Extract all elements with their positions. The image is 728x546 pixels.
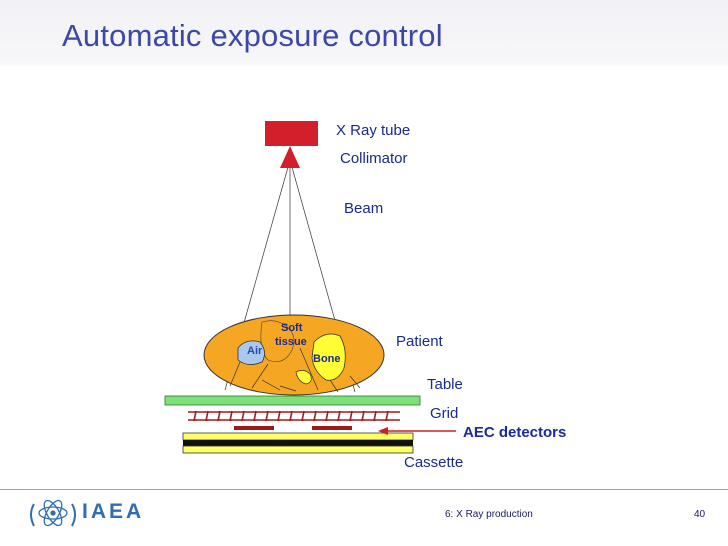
footer-page-number: 40: [694, 509, 706, 520]
aec-detector-right: [312, 426, 352, 430]
label-aec-detectors: AEC detectors: [463, 424, 567, 441]
label-collimator: Collimator: [340, 150, 408, 167]
scatter-lines: [229, 347, 361, 393]
footer-divider: [0, 489, 728, 490]
iaea-emblem-icon: [30, 499, 76, 527]
footer-section: 6: X Ray production: [445, 509, 533, 520]
label-soft-tissue-line2: tissue: [275, 336, 307, 348]
table: [164, 395, 421, 406]
label-soft-tissue-line1: Soft: [281, 322, 303, 334]
air-region: [237, 340, 265, 365]
bone-region: [311, 333, 346, 381]
bone-fragment: [295, 370, 312, 385]
label-grid: Grid: [430, 405, 459, 422]
label-table: Table: [427, 376, 463, 393]
slide-title: Automatic exposure control: [62, 18, 443, 53]
grid: [188, 410, 400, 422]
xray-tube: [265, 121, 318, 146]
aec-detector-left: [234, 426, 274, 430]
label-patient: Patient: [396, 333, 443, 350]
iaea-logo-text: IAEA: [82, 500, 145, 523]
label-bone: Bone: [313, 353, 341, 365]
cassette: [182, 432, 414, 454]
aec-pointer-arrowhead: [378, 427, 388, 435]
collimator: [280, 146, 300, 168]
label-cassette: Cassette: [404, 454, 464, 471]
label-xray-tube: X Ray tube: [336, 122, 411, 139]
label-air: Air: [247, 345, 263, 357]
label-beam: Beam: [344, 200, 384, 217]
